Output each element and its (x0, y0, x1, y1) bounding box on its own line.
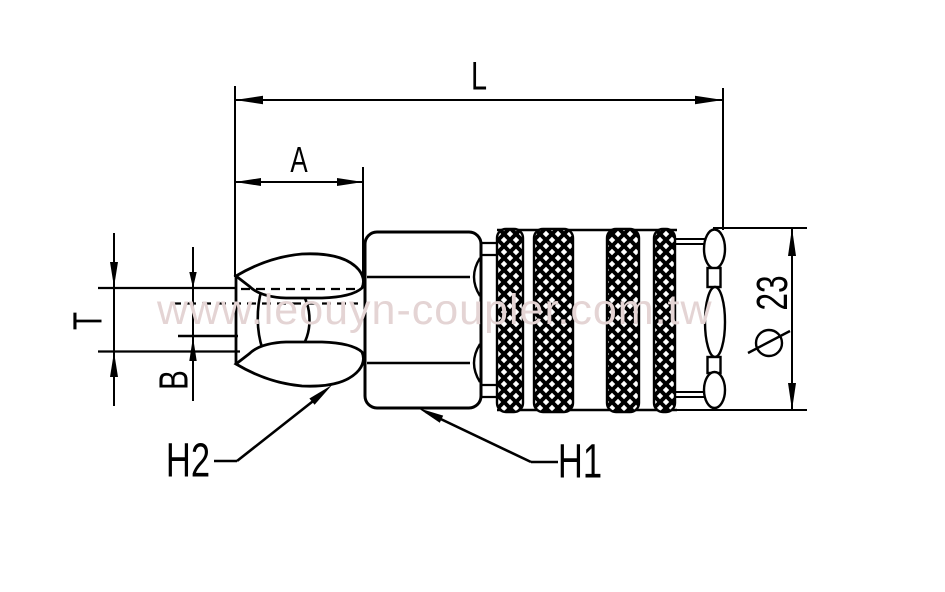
dim-label-H1: H1 (557, 435, 603, 489)
hex-chamfer-top (472, 257, 482, 297)
arrowhead (189, 272, 197, 288)
wing-nut (233, 252, 365, 388)
phi-symbol (747, 328, 791, 358)
knurl-band (605, 227, 641, 414)
arrowhead (788, 383, 796, 410)
hex-chamfer-bottom (472, 343, 482, 383)
tail-tube (98, 286, 240, 353)
dim-label-L: L (470, 54, 488, 99)
dim-label-diameter-value: 23 (748, 275, 797, 311)
arrowhead (235, 178, 261, 186)
knurl-band (495, 227, 525, 414)
arrowhead (110, 352, 118, 377)
dimension-B (189, 247, 197, 401)
dimension-diameter (677, 227, 807, 411)
hex-body (363, 230, 498, 410)
dim-label-A: A (290, 139, 308, 180)
dimension-T (110, 233, 118, 406)
arrowhead (337, 178, 363, 186)
arrowhead (695, 95, 723, 105)
leader-H1 (418, 408, 558, 464)
dim-label-H2: H2 (165, 434, 211, 488)
knurl-band (532, 227, 575, 414)
arrowhead (189, 337, 197, 361)
sleeve (495, 227, 727, 414)
wing-bottom-lobe (233, 340, 365, 388)
hidden-bore-lines (172, 287, 358, 305)
wing-top-lobe (233, 252, 365, 300)
arrowhead (110, 262, 118, 287)
leader-H2 (214, 385, 332, 463)
dim-label-T: T (64, 311, 111, 331)
end-cap (702, 228, 727, 410)
dim-label-B: B (150, 370, 197, 390)
arrowhead (309, 385, 332, 405)
watermark: www.leouyn-coupler.com.tw (157, 286, 713, 334)
arrowhead (418, 408, 444, 423)
dimension-A (235, 167, 364, 279)
arrowhead (235, 95, 263, 105)
knurl-band (652, 227, 677, 414)
arrowhead (788, 228, 796, 256)
